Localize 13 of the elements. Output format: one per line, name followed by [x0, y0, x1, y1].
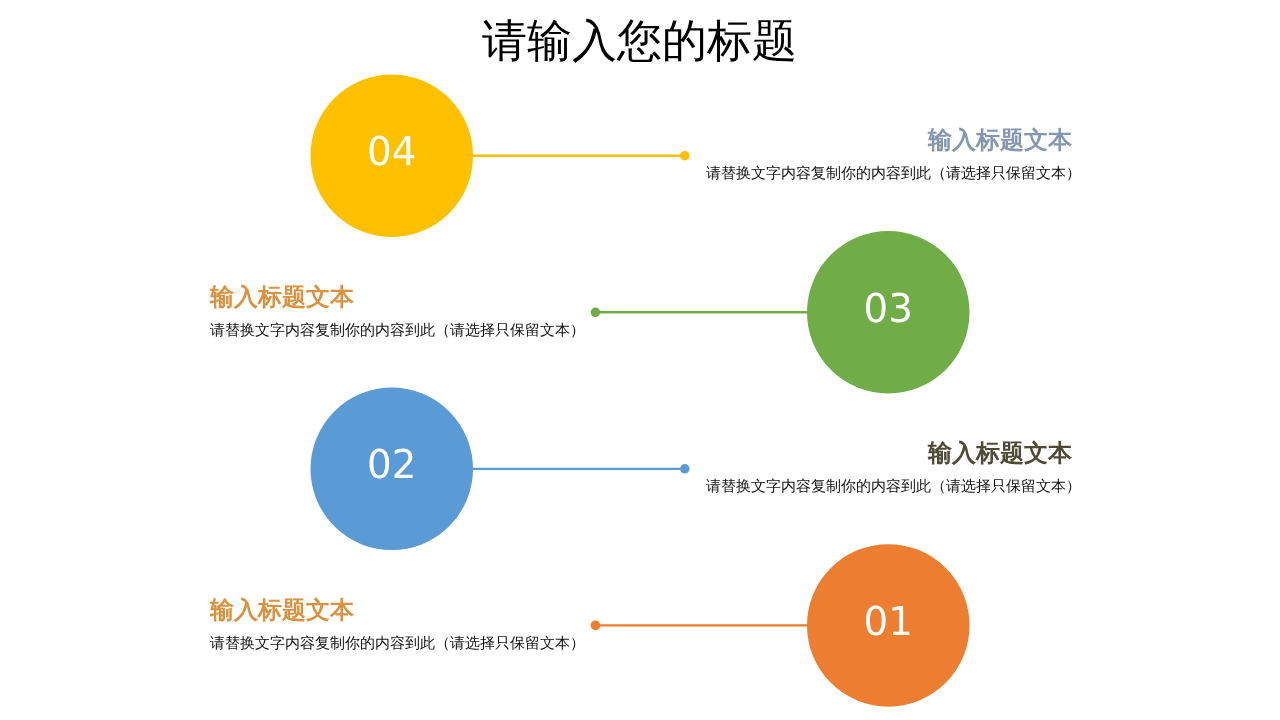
node-circle: 02	[310, 387, 473, 551]
node-circle: 01	[807, 544, 970, 707]
node-text: 输入标题文本 请替换文字内容复制你的内容到此（请选择只保留文本）	[706, 125, 1082, 183]
node-text: 输入标题文本 请替换文字内容复制你的内容到此（请选择只保留文本）	[209, 595, 585, 652]
connector	[590, 307, 808, 318]
connector	[472, 464, 690, 474]
node-text: 输入标题文本 请替换文字内容复制你的内容到此（请选择只保留文本）	[706, 439, 1082, 496]
diagram-title: 请输入您的标题	[482, 13, 798, 67]
node-circle: 03	[807, 231, 970, 394]
connector	[472, 150, 690, 161]
connector	[590, 620, 808, 631]
node-circle: 04	[310, 74, 473, 237]
node-text: 输入标题文本 请替换文字内容复制你的内容到此（请选择只保留文本）	[209, 282, 585, 339]
